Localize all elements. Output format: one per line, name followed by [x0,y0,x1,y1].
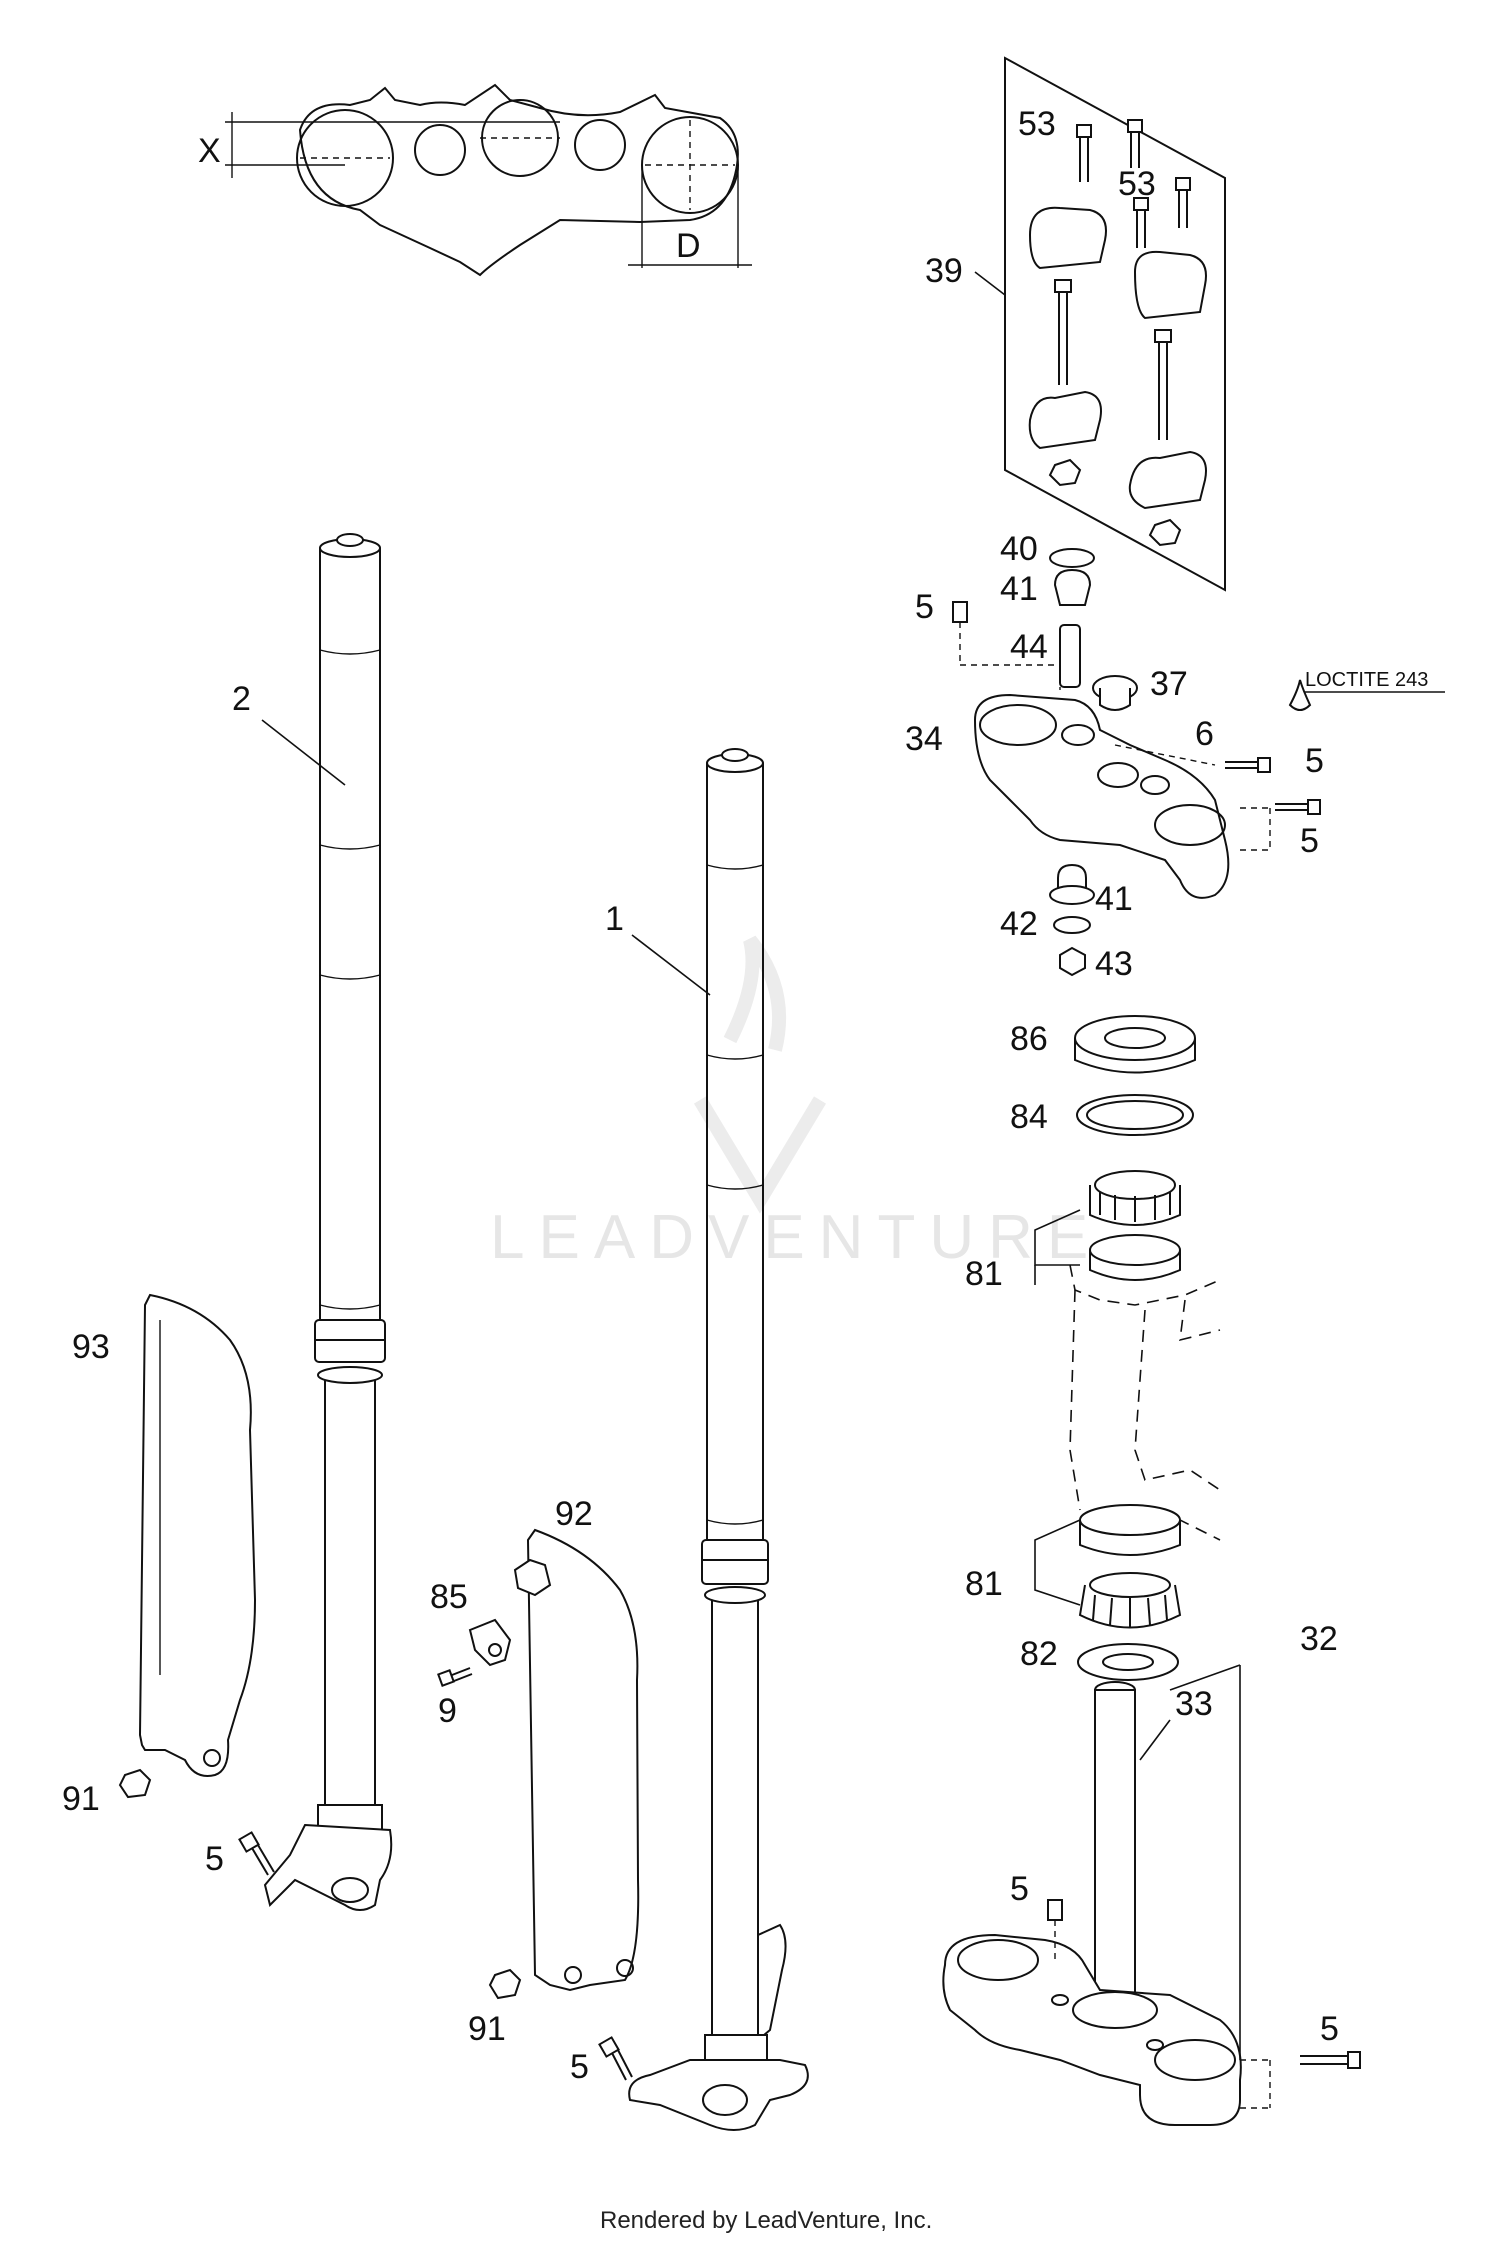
dimension-label-d: D [676,227,701,265]
fork-leg-2: 2 [232,533,393,1911]
fork-guard-93: 93 91 5 [62,1293,275,1878]
callout-6: 6 [1195,715,1214,753]
fork-caliper-mount [757,1923,787,2043]
callout-5c: 5 [1300,822,1319,860]
watermark-text: LEADVENTURE [490,1203,1102,1272]
loctite-note: LOCTITE 243 [1305,669,1428,691]
callout-5a: 5 [915,588,934,626]
callout-2: 2 [232,680,251,718]
handlebar-clamp-kit-panel: 53 53 39 [925,56,1226,592]
callout-9: 9 [438,1692,457,1730]
lower-triple-clamp-assembly: 32 33 5 5 [942,1620,1361,2126]
dimension-label-x: X [198,132,221,170]
callout-43: 43 [1095,945,1133,983]
handlebar-upper-clamp [1028,206,1107,270]
watermark-logo [693,935,827,1214]
callout-91a: 91 [62,1780,100,1818]
steering-bearing-stack: 86 84 81 81 82 [965,1015,1221,1681]
clamp-dimension-sketch: X D [198,83,752,277]
callout-5d: 5 [1010,1870,1029,1908]
callout-41b: 41 [1095,880,1133,918]
callout-1: 1 [605,900,624,938]
lower-triple-clamp [942,1933,1242,2126]
brake-line-clip [468,1618,512,1667]
callout-34: 34 [905,720,943,758]
callout-84: 84 [1010,1098,1048,1136]
fork-leg-1: 1 [605,748,809,2131]
callout-41a: 41 [1000,570,1038,608]
upper-triple-clamp-assembly: 40 41 5 44 37 LOCTITE 243 34 6 5 5 41 42… [905,530,1445,983]
callout-93: 93 [72,1328,110,1366]
callout-53a: 53 [1018,105,1056,143]
callout-44: 44 [1010,628,1048,666]
watermark: LEADVENTURE [490,935,1102,1272]
callout-39: 39 [925,252,963,290]
steering-stem [1094,1689,1136,2011]
callout-86: 86 [1010,1020,1048,1058]
fork-foot-2 [263,1823,393,1911]
clamp-bolt [1076,119,1191,248]
callout-33: 33 [1175,1685,1213,1723]
upper-triple-clamp [973,693,1230,899]
callout-92: 92 [555,1495,593,1533]
callout-5g: 5 [570,2048,589,2086]
callout-42: 42 [1000,905,1038,943]
callout-5b: 5 [1305,742,1324,780]
callout-5e: 5 [1320,2010,1339,2048]
callout-5f: 5 [205,1840,224,1878]
handlebar-lower-clamp [1028,390,1102,450]
callout-40: 40 [1000,530,1038,568]
callout-53b: 53 [1118,165,1156,203]
callout-82: 82 [1020,1635,1058,1673]
footer-credit: Rendered by LeadVenture, Inc. [600,2207,932,2234]
callout-91b: 91 [468,2010,506,2048]
fork-guard-92: 92 85 9 91 5 [430,1495,640,2086]
fork-foot-1 [628,2059,809,2131]
callout-81a: 81 [965,1255,1003,1293]
callout-37: 37 [1150,665,1188,703]
callout-81b: 81 [965,1565,1003,1603]
callout-32: 32 [1300,1620,1338,1658]
callout-85: 85 [430,1578,468,1616]
